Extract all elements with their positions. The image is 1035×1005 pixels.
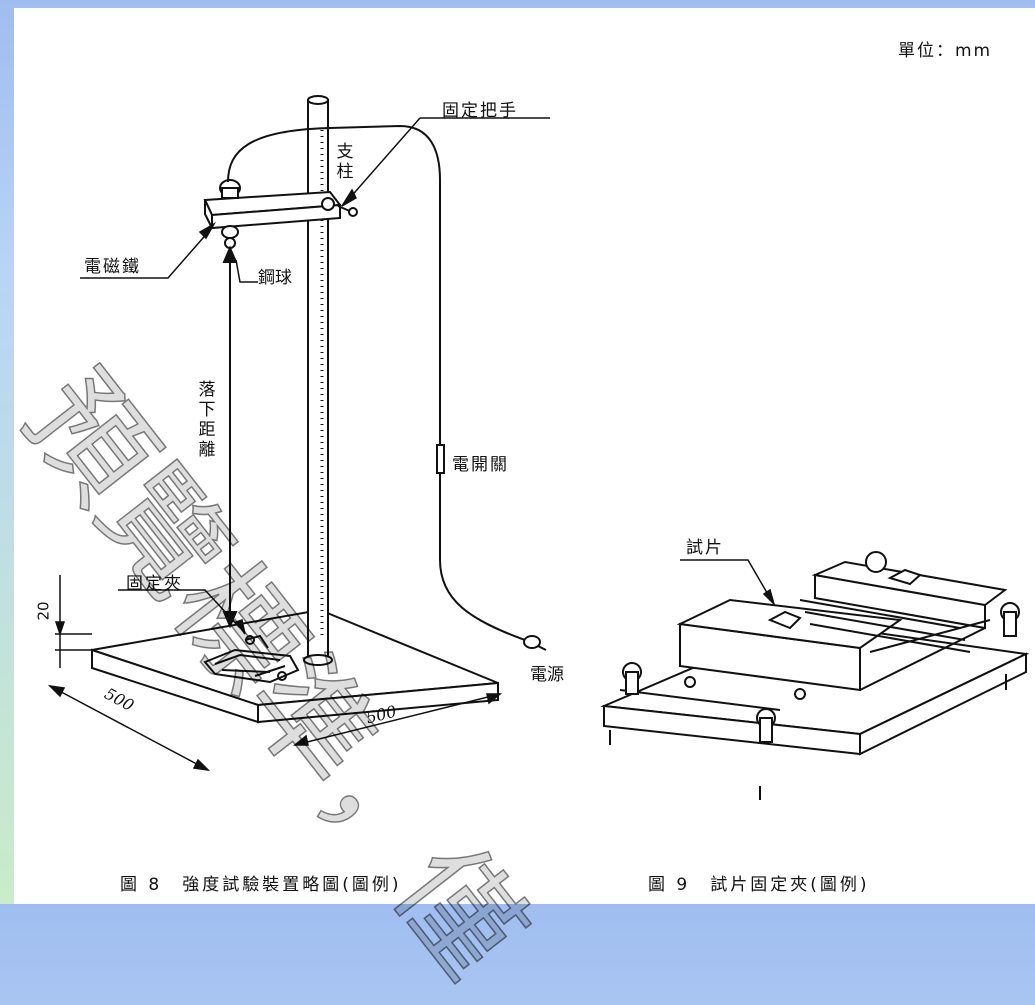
dimension-lines (47, 575, 503, 772)
label-steel-ball: 鋼球 (258, 268, 292, 288)
specimen-clamp-small (203, 634, 300, 684)
label-drop-distance: 落下距離 (198, 380, 216, 460)
magnet-arm (203, 179, 358, 249)
label-power-source: 電源 (530, 665, 564, 685)
switch-symbol (436, 444, 445, 474)
apparatus-drawing (47, 95, 1030, 800)
label-electric-switch: 電開關 (452, 455, 509, 475)
power-plug (523, 635, 547, 651)
label-specimen: 試片 (686, 538, 724, 558)
label-height-20: 20 (34, 601, 53, 621)
specimen-leader (680, 559, 776, 607)
base-plate (91, 608, 499, 724)
label-column: 支柱 (336, 142, 354, 182)
caption-figure-9: 圖 9 試片固定夾(圖例) (648, 875, 870, 895)
support-column (303, 95, 333, 666)
caption-figure-8: 圖 8 強度試驗裝置略圖(圖例) (120, 875, 402, 895)
unit-label: 單位：mm (898, 41, 993, 61)
leader-lines (80, 117, 550, 635)
power-cable (227, 124, 526, 641)
specimen-jig (600, 551, 1030, 800)
label-electromagnet: 電磁鐵 (84, 257, 141, 277)
label-fixed-handle: 固定把手 (442, 101, 518, 121)
document-page (14, 8, 1035, 904)
label-fixing-clamp: 固定夾 (126, 574, 183, 594)
drop-distance-arrow (222, 245, 238, 629)
